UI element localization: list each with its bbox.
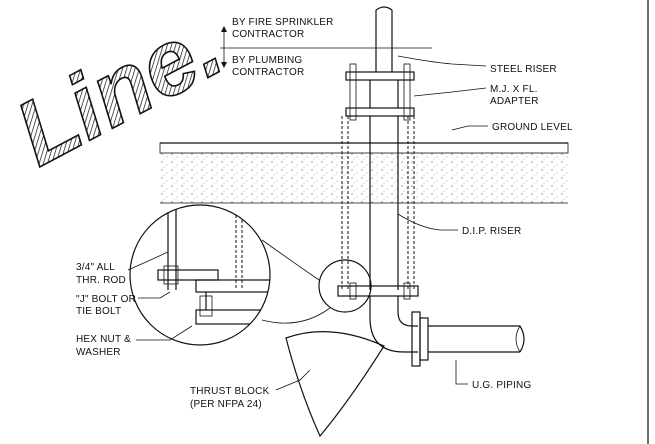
boundary-arrow-down xyxy=(221,62,227,68)
label-by-plumbing-line2: CONTRACTOR xyxy=(232,67,304,78)
leader-lines xyxy=(127,55,488,391)
label-by-fire-sprinkler-line1: BY FIRE SPRINKLER xyxy=(232,17,334,28)
label-by-plumbing: BY PLUMBING CONTRACTOR xyxy=(232,55,304,78)
label-by-fire-sprinkler: BY FIRE SPRINKLER CONTRACTOR xyxy=(232,17,334,40)
detail-connector xyxy=(261,239,320,281)
ground-band xyxy=(159,142,569,204)
label-dip-riser: D.I.P. RISER xyxy=(462,226,521,237)
label-by-fire-sprinkler-line2: CONTRACTOR xyxy=(232,29,304,40)
dip-riser xyxy=(337,116,419,300)
label-all-thread-rod-line1: 3/4" ALL xyxy=(76,262,115,273)
label-by-plumbing-line1: BY PLUMBING xyxy=(232,55,302,66)
ug-piping xyxy=(369,296,525,367)
label-j-bolt-line1: "J" BOLT OR xyxy=(76,294,136,305)
label-mj-adapter: M.J. X FL. ADAPTER xyxy=(490,84,539,107)
label-hex-nut: HEX NUT & WASHER xyxy=(76,334,131,358)
label-all-thread-rod-line2: THR. ROD xyxy=(76,275,126,286)
detail-callout-circle xyxy=(318,259,372,313)
label-all-thread-rod: 3/4" ALL THR. ROD xyxy=(76,262,126,286)
label-thrust-block-line2: (PER NFPA 24) xyxy=(190,399,262,410)
label-hex-nut-line2: WASHER xyxy=(76,347,121,358)
thrust-block xyxy=(285,331,385,438)
label-j-bolt-line2: TIE BOLT xyxy=(76,306,121,317)
detail-connector-2 xyxy=(261,307,331,324)
ground-soil xyxy=(160,153,568,203)
enlarged-detail xyxy=(129,204,271,346)
label-thrust-block-line1: THRUST BLOCK xyxy=(190,386,270,397)
label-hex-nut-line1: HEX NUT & xyxy=(76,334,131,345)
label-j-bolt: "J" BOLT OR TIE BOLT xyxy=(76,294,136,317)
steel-riser xyxy=(375,6,393,72)
label-thrust-block: THRUST BLOCK (PER NFPA 24) xyxy=(190,386,270,410)
label-ground-level: GROUND LEVEL xyxy=(492,122,573,133)
ground-surface-strip xyxy=(159,142,569,154)
label-mj-adapter-line1: M.J. X FL. xyxy=(490,84,538,95)
label-mj-adapter-line2: ADAPTER xyxy=(490,96,539,107)
label-ug-piping: U.G. PIPING xyxy=(472,380,531,391)
mj-flange-adapter xyxy=(345,63,415,121)
boundary-arrow-up xyxy=(221,26,227,32)
label-steel-riser: STEEL RISER xyxy=(490,64,557,75)
